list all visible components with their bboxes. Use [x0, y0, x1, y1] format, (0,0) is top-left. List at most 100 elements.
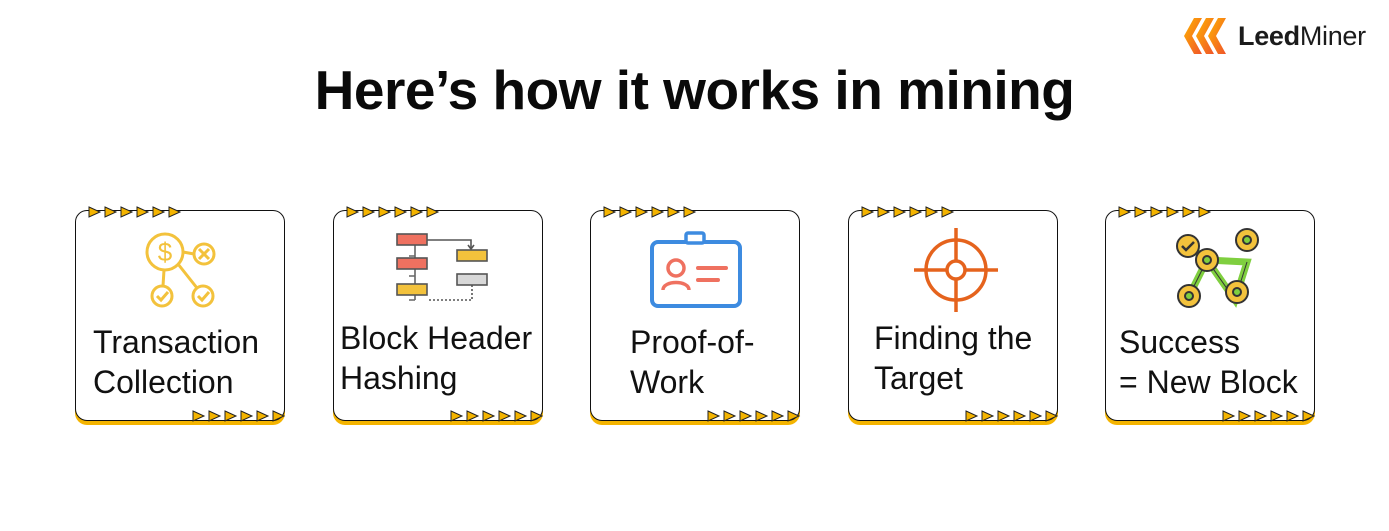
arrow-triangle-icon	[394, 206, 408, 218]
card-label-line2: Hashing	[340, 360, 458, 396]
arrow-triangle-icon	[787, 410, 801, 422]
arrow-triangle-icon	[619, 206, 633, 218]
arrow-strip-bottom	[1222, 410, 1316, 422]
arrow-triangle-icon	[272, 410, 286, 422]
card-body	[590, 210, 800, 421]
step-card-proof-of-work: Proof-of- Work	[590, 202, 802, 426]
card-label-line2: Work	[630, 364, 705, 400]
card-body	[848, 210, 1058, 421]
card-label-line1: Success	[1119, 324, 1240, 360]
arrow-strip-bottom	[192, 410, 286, 422]
card-label-line1: Finding the	[874, 320, 1033, 356]
arrow-triangle-icon	[224, 410, 238, 422]
arrow-strip-bottom	[707, 410, 801, 422]
arrow-triangle-icon	[1013, 410, 1027, 422]
card-label-line1: Block Header	[340, 320, 533, 356]
card-label: Success = New Block	[1119, 322, 1298, 402]
arrow-triangle-icon	[192, 410, 206, 422]
arrow-triangle-icon	[120, 206, 134, 218]
arrow-triangle-icon	[1270, 410, 1284, 422]
arrow-triangle-icon	[88, 206, 102, 218]
arrow-triangle-icon	[240, 410, 254, 422]
card-body	[333, 210, 543, 421]
page-title: Here’s how it works in mining	[314, 59, 1075, 121]
arrow-triangle-icon	[104, 206, 118, 218]
arrow-triangle-icon	[256, 410, 270, 422]
arrow-triangle-icon	[152, 206, 166, 218]
arrow-strip-top	[346, 206, 440, 218]
card-label: Transaction Collection	[93, 322, 259, 402]
arrow-triangle-icon	[1286, 410, 1300, 422]
svg-text:$: $	[158, 237, 173, 267]
arrow-triangle-icon	[168, 206, 182, 218]
dollar-network-icon: $	[145, 232, 216, 308]
id-card-icon	[650, 231, 742, 308]
arrow-triangle-icon	[1182, 206, 1196, 218]
step-card-block-header-hashing: Block Header Hashing	[333, 202, 545, 426]
brand-name: LeedMiner	[1238, 20, 1366, 51]
arrow-triangle-icon	[1166, 206, 1180, 218]
crosshair-target-icon	[914, 228, 998, 312]
arrow-strip-top	[1118, 206, 1212, 218]
card-label-line2: = New Block	[1119, 364, 1298, 400]
arrow-triangle-icon	[482, 410, 496, 422]
arrow-triangle-icon	[378, 206, 392, 218]
arrow-triangle-icon	[861, 206, 875, 218]
arrow-triangle-icon	[925, 206, 939, 218]
arrow-triangle-icon	[1198, 206, 1212, 218]
arrow-triangle-icon	[530, 410, 544, 422]
arrow-triangle-icon	[771, 410, 785, 422]
arrow-triangle-icon	[1045, 410, 1059, 422]
card-body	[1105, 210, 1315, 421]
arrow-triangle-icon	[877, 206, 891, 218]
block-flow-icon	[396, 233, 488, 301]
arrow-triangle-icon	[1029, 410, 1043, 422]
arrow-triangle-icon	[1134, 206, 1148, 218]
arrow-triangle-icon	[1150, 206, 1164, 218]
arrow-strip-top	[603, 206, 697, 218]
arrow-triangle-icon	[755, 410, 769, 422]
chain-blocks-icon	[1176, 228, 1259, 308]
arrow-triangle-icon	[1118, 206, 1132, 218]
arrow-triangle-icon	[723, 410, 737, 422]
brand-logo: LeedMiner	[1180, 14, 1366, 58]
step-card-success-new-block: Success = New Block	[1105, 202, 1317, 426]
arrow-triangle-icon	[514, 410, 528, 422]
arrow-strip-top	[88, 206, 182, 218]
arrow-triangle-icon	[1254, 410, 1268, 422]
arrow-triangle-icon	[346, 206, 360, 218]
arrow-triangle-icon	[426, 206, 440, 218]
card-label-line2: Collection	[93, 364, 234, 400]
arrow-triangle-icon	[683, 206, 697, 218]
step-card-transaction-collection: $ Transaction Collection	[75, 202, 287, 426]
arrow-triangle-icon	[498, 410, 512, 422]
arrow-triangle-icon	[410, 206, 424, 218]
arrow-triangle-icon	[362, 206, 376, 218]
arrow-triangle-icon	[1302, 410, 1316, 422]
arrow-triangle-icon	[941, 206, 955, 218]
card-label: Proof-of- Work	[630, 322, 754, 402]
arrow-triangle-icon	[997, 410, 1011, 422]
card-body	[75, 210, 285, 421]
arrow-strip-bottom	[450, 410, 544, 422]
card-label: Finding the Target	[874, 318, 1032, 398]
card-label-line1: Transaction	[93, 324, 259, 360]
arrow-strip-bottom	[965, 410, 1059, 422]
arrow-triangle-icon	[635, 206, 649, 218]
arrow-triangle-icon	[1238, 410, 1252, 422]
arrow-triangle-icon	[893, 206, 907, 218]
arrow-triangle-icon	[450, 410, 464, 422]
arrow-triangle-icon	[603, 206, 617, 218]
arrow-triangle-icon	[965, 410, 979, 422]
step-card-finding-the-target: Finding the Target	[848, 202, 1060, 426]
arrow-triangle-icon	[466, 410, 480, 422]
arrow-triangle-icon	[981, 410, 995, 422]
arrow-triangle-icon	[1222, 410, 1236, 422]
arrow-triangle-icon	[739, 410, 753, 422]
arrow-triangle-icon	[208, 410, 222, 422]
arrow-triangle-icon	[667, 206, 681, 218]
card-label-line1: Proof-of-	[630, 324, 755, 360]
arrow-triangle-icon	[651, 206, 665, 218]
leedminer-logo-icon	[1184, 18, 1226, 54]
card-label: Block Header Hashing	[340, 318, 532, 398]
